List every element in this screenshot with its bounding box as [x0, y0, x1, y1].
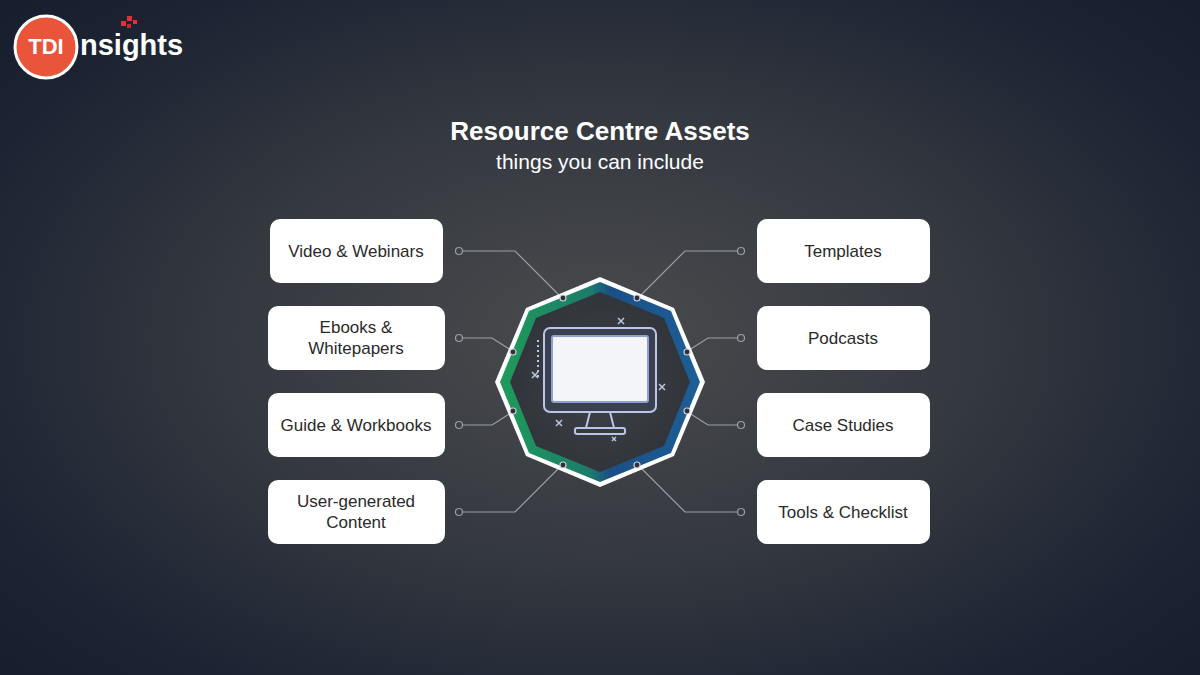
asset-box: Templates: [757, 219, 930, 283]
ring-dots: [510, 295, 690, 468]
box-label: Tools & Checklist: [778, 502, 907, 523]
box-label: Case Studies: [792, 415, 893, 436]
asset-box: Case Studies: [757, 393, 930, 457]
box-label: Ebooks & Whitepapers: [280, 317, 433, 359]
asset-box: Video & Webinars: [270, 219, 443, 283]
box-label: Podcasts: [808, 328, 878, 349]
box-label: Guide & Workbooks: [281, 415, 432, 436]
box-label: Video & Webinars: [288, 241, 423, 262]
leader-lines: [463, 251, 737, 512]
box-label: User-generated Content: [280, 491, 433, 533]
logo-initials: TDI: [28, 34, 63, 60]
asset-box: Ebooks & Whitepapers: [268, 306, 445, 370]
octagon-hub: [495, 277, 705, 487]
asset-box: User-generated Content: [268, 480, 445, 544]
box-label: Templates: [804, 241, 881, 262]
subtitle: things you can include: [496, 150, 704, 174]
asset-box: Tools & Checklist: [757, 480, 930, 544]
monitor-icon: [532, 318, 665, 441]
title: Resource Centre Assets: [450, 116, 750, 147]
logo-wordmark: nsights: [80, 29, 183, 62]
asset-box: Guide & Workbooks: [268, 393, 445, 457]
leader-dots: [456, 248, 745, 516]
asset-box: Podcasts: [757, 306, 930, 370]
